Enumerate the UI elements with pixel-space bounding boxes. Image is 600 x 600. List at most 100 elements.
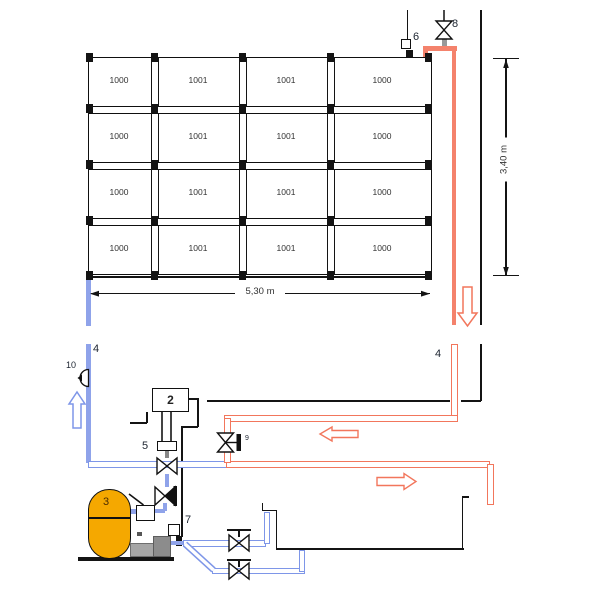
flow-arrow-left-icon [318,425,359,443]
flow-arrow-up-icon [67,390,87,429]
valve-handle-bar [227,528,251,531]
cold-pipe-riser [86,344,91,463]
motor-valve-actuator [236,434,241,451]
mixing-valve-icon [156,456,169,476]
wall-line [480,344,482,401]
panel-label: 1000 [372,131,392,141]
valve-stem [238,560,240,567]
panel-label: 1000 [109,131,129,141]
collector-bottom-rail [88,275,432,278]
panel-label: 1000 [372,187,392,197]
pump-cap [137,532,142,536]
controller-stem [161,412,163,441]
manifold-stub [326,216,334,225]
component-number: 8 [452,18,459,30]
sensor-cable [406,10,408,40]
panel-frame-divider [245,225,248,275]
panel-label: 1001 [188,187,208,197]
component-number: 4 [93,343,100,355]
manifold-stub [326,53,334,62]
cold-pipe [129,509,137,514]
panel-label: 1001 [188,75,208,85]
pool-wall [461,497,464,550]
panel-frame-divider [333,57,336,107]
panel-label: 1001 [188,131,208,141]
cold-pipe [164,474,169,487]
panel-frame-divider [238,113,241,163]
panel-label: 1001 [276,243,296,253]
collector-row [88,57,432,107]
cold-pipe [155,508,165,513]
controller-wire [197,398,199,427]
manifold-stub [326,160,334,169]
panel-label: 1001 [276,131,296,141]
manifold-stub [425,53,432,62]
reference-line [207,400,450,402]
panel-frame-divider [326,113,329,163]
panel-label: 1001 [188,243,208,253]
mixing-valve-icon [165,456,178,476]
collector-row [88,113,432,163]
component-number: 7 [185,514,192,526]
sensor-pocket [406,50,413,58]
component-number: 4 [435,348,442,360]
air-vent-valve-icon [434,20,454,32]
flow-arrow-right-icon [376,472,418,491]
panel-frame-divider [157,113,160,163]
pool-wall [261,503,263,511]
component-number: 10 [66,360,77,370]
panel-frame-divider [326,57,329,107]
valve-actuator-bar [173,486,177,506]
panel-frame-divider [150,113,153,163]
pool-suction-pipe [298,550,305,572]
manifold-stub [425,160,432,169]
panel-label: 1001 [276,187,296,197]
manifold-stub [425,271,432,280]
manifold-stub [150,216,158,225]
gate-valve-icon [228,533,241,553]
panel-frame-divider [157,225,160,275]
collector-sensor [401,39,411,49]
manifold-stub [85,271,93,280]
component-number: 5 [142,440,149,452]
valve-actuator [157,441,177,451]
pool-wall [461,496,469,498]
cold-pipe-riser [86,277,91,326]
storage-tank: 3 [88,489,131,559]
panel-label: 1000 [372,75,392,85]
manifold-stub [238,104,246,113]
manifold-stub [85,53,93,62]
controller-wire [146,412,148,423]
manifold-stub [425,104,432,113]
gate-valve-icon [228,561,241,581]
motor-valve-icon [215,432,236,444]
cold-pipe [162,503,167,511]
reference-line [461,400,481,402]
panel-frame-divider [150,225,153,275]
collector-row [88,169,432,219]
dim-arrowhead [503,59,509,68]
panel-frame-divider [150,57,153,107]
tank-label: 3 [103,496,110,508]
pump-head-box [136,505,155,521]
valve-stem [238,530,240,537]
controller-wire [130,422,147,424]
panel-frame-divider [245,57,248,107]
panel-frame-divider [157,57,160,107]
wall-line [480,10,482,325]
manifold-stub [238,160,246,169]
manifold-stub [150,271,158,280]
hot-pipe-top [423,46,457,51]
panel-frame-divider [245,169,248,219]
pump-body [153,536,171,557]
manifold-stub [238,53,246,62]
flow-arrow-down-icon [456,286,479,328]
valve-stem [165,451,169,458]
tank-level-line [89,517,130,519]
panel-frame-divider [238,225,241,275]
manifold-stub [326,271,334,280]
pool-wall [275,509,277,550]
dim-arrowhead [503,267,509,276]
manifold-stub [85,216,93,225]
